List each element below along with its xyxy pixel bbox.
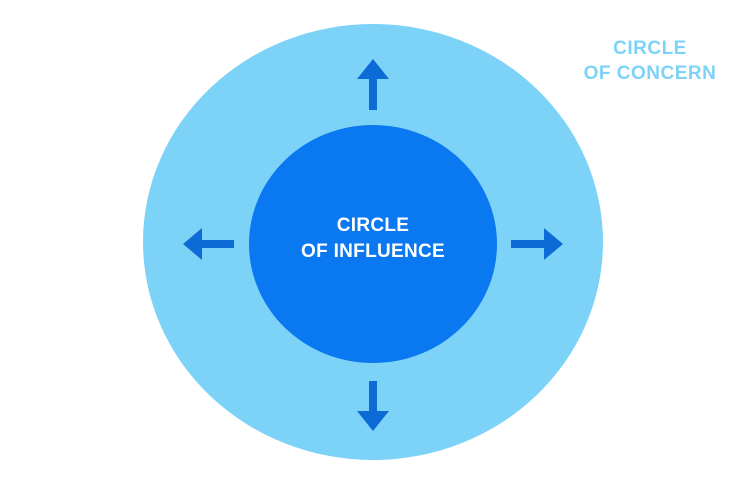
arrow-down-icon [357,381,389,431]
circle-of-influence-label: CIRCLE OF INFLUENCE [270,213,476,265]
arrow-left-icon [183,228,234,260]
concern-label-line-2: OF CONCERN [583,63,717,84]
influence-label-line-1: CIRCLE [336,215,410,236]
circle-of-influence [249,125,497,363]
arrow-up-icon [357,59,389,110]
concern-label-line-1: CIRCLE [613,38,687,59]
influence-label-line-2: OF INFLUENCE [301,241,445,262]
circle-of-concern-label: CIRCLE OF CONCERN [560,36,740,86]
arrow-right-icon [511,228,563,260]
